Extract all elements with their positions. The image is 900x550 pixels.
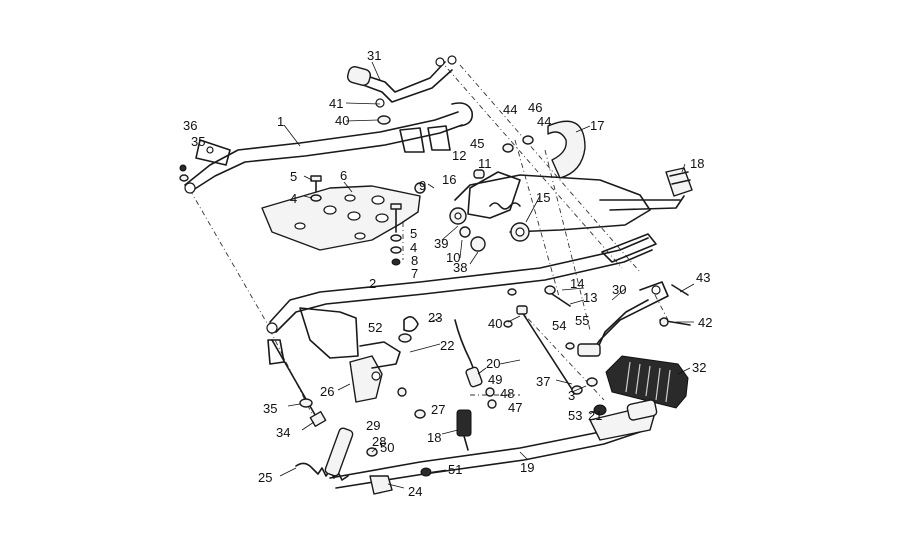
callout-labels: 1 2 3 4 4 5 5 6 7 8 9 10 11 12 13 14 15 … [183,48,712,499]
callout-11: 11 [478,156,492,171]
callout-18: 18 [690,156,704,171]
callout-13: 13 [583,290,597,305]
hardware-right [414,135,575,419]
callout-28: 28 [372,434,386,449]
callout-27: 27 [431,402,445,417]
leader-lines [279,61,695,489]
part-11-15-linkage [414,169,685,252]
callout-4: 4 [290,191,297,206]
callout-42: 42 [698,315,712,330]
callout-29: 29 [366,418,380,433]
callout-25: 25 [258,470,272,485]
callout-44b: 44 [537,114,551,129]
callout-31: 31 [367,48,381,63]
callout-32: 32 [692,360,706,375]
callout-35b: 35 [191,134,205,149]
part-26-bracket [349,316,419,403]
callout-51: 51 [448,462,462,477]
callout-4b: 4 [410,240,417,255]
part-30-lever [577,281,691,416]
callout-52: 52 [368,320,382,335]
callout-50: 50 [380,440,394,455]
callout-5b: 5 [410,226,417,241]
callout-53: 53 [568,408,582,423]
callout-22: 22 [440,338,454,353]
assembly-lines [189,59,669,421]
callout-8: 8 [411,253,418,268]
part-35-bolt [271,339,327,428]
callout-20: 20 [486,356,500,371]
callout-1: 1 [277,114,284,129]
callout-37: 37 [536,374,550,389]
callout-6: 6 [340,168,347,183]
callout-38: 38 [453,260,467,275]
hardware-upper [179,115,402,266]
part-25-spring [295,427,432,495]
callout-43: 43 [696,270,710,285]
part-32-rubber-peg [605,355,689,409]
part-6-plate [261,185,421,251]
callout-45: 45 [470,136,484,151]
callout-14: 14 [570,276,584,291]
callout-49: 49 [488,372,502,387]
callout-15: 15 [536,190,550,205]
callout-30: 30 [612,282,626,297]
callout-26: 26 [320,384,334,399]
callout-47: 47 [508,400,522,415]
callout-24: 24 [408,484,422,499]
callout-54: 54 [552,318,566,333]
part-31-upper-lever [346,55,457,108]
callout-39: 39 [434,236,448,251]
callout-5: 5 [290,169,297,184]
callout-9: 9 [419,178,426,193]
part-19-lower-rod [329,399,658,489]
callout-55: 55 [575,313,589,328]
callout-35: 35 [263,401,277,416]
part-17-heel-guard [547,120,586,179]
callout-2: 2 [369,276,376,291]
callout-7: 7 [411,266,418,281]
callout-23: 23 [428,310,442,325]
callout-12: 12 [452,148,466,163]
callout-44: 44 [503,102,517,117]
callout-10: 10 [446,250,460,265]
callout-16: 16 [442,172,456,187]
callout-34: 34 [276,425,290,440]
callout-36: 36 [183,118,197,133]
part-20-switch [454,319,497,409]
callout-46: 46 [528,100,542,115]
part-18-pedal-tip [456,409,472,451]
callout-19: 19 [520,460,534,475]
callout-48: 48 [500,386,514,401]
callout-40: 40 [335,113,349,128]
callout-18b: 18 [427,430,441,445]
part-1-upper-frame-bar [184,102,474,194]
callout-3: 3 [568,388,575,403]
callout-21: 21 [588,408,602,423]
part-18-peg-right [665,167,693,197]
callout-40b: 40 [488,316,502,331]
callout-17: 17 [590,118,604,133]
callout-41: 41 [329,96,343,111]
